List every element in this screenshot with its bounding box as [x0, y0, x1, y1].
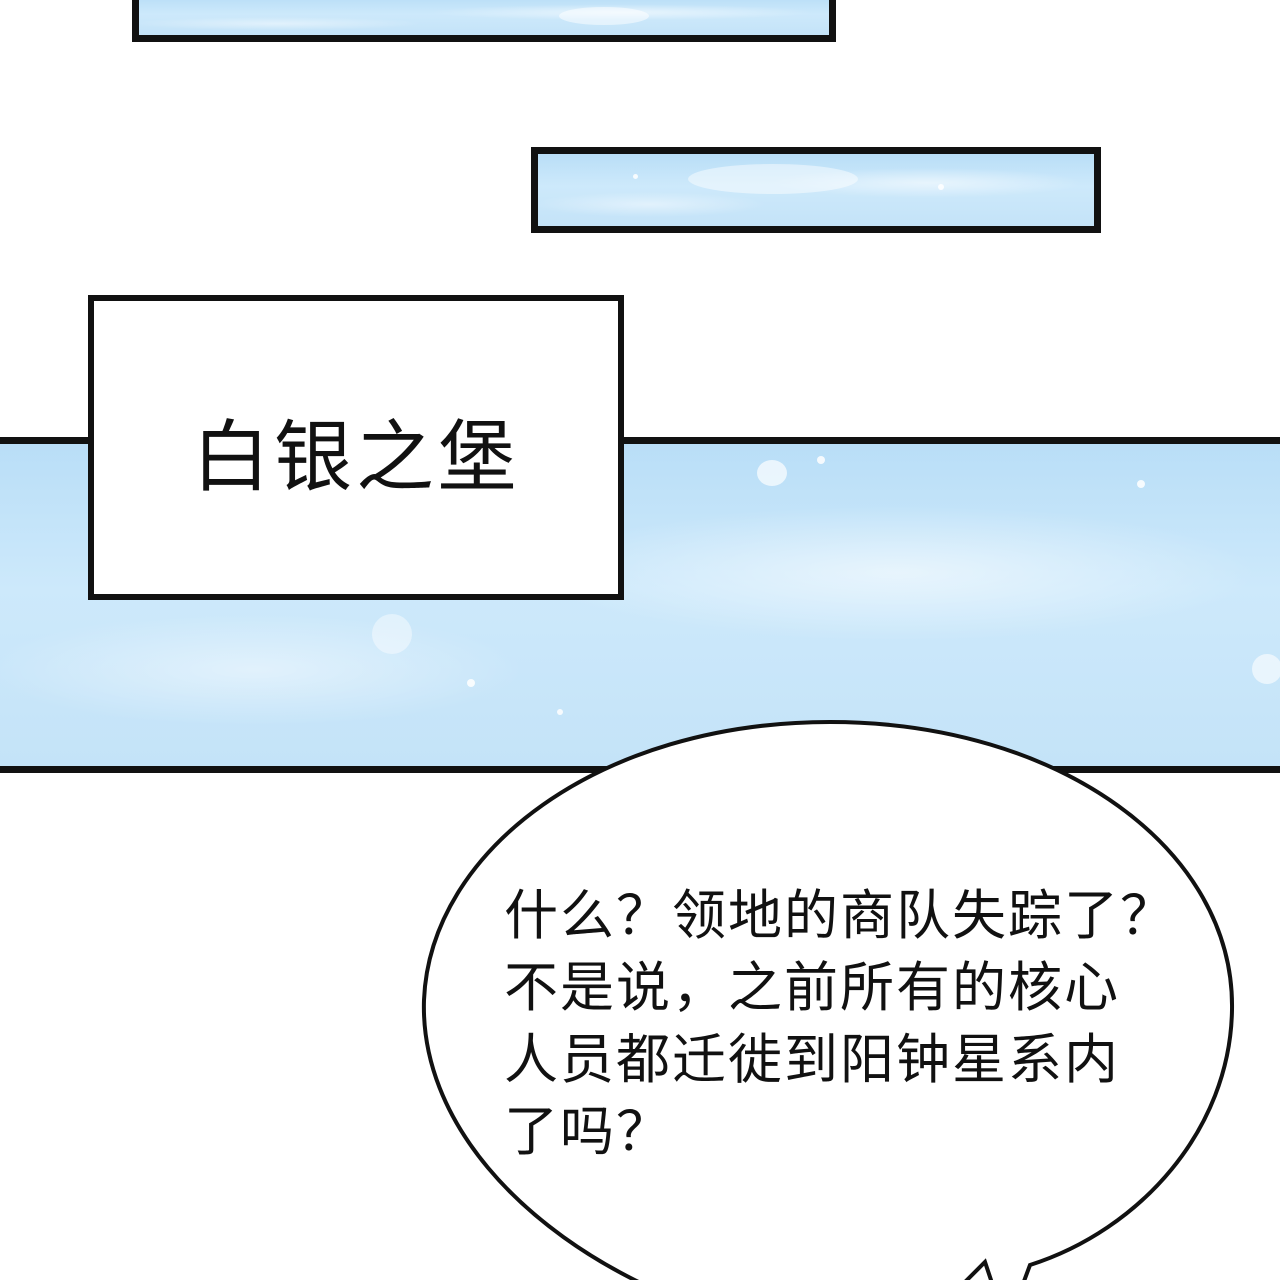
location-caption-box: 白银之堡: [88, 295, 624, 600]
speech-line-2: 不是说，之前所有的核心: [504, 956, 1120, 1019]
sky-panel-top: [132, 0, 836, 42]
speech-bubble-text: 什么？领地的商队失踪了？ 不是说，之前所有的核心 人员都迁徙到阳钟星系内 了吗？: [504, 880, 1204, 1168]
sky-panel-middle: [531, 147, 1101, 233]
speech-line-1: 什么？领地的商队失踪了？: [504, 884, 1176, 947]
speech-line-3: 人员都迁徙到阳钟星系内: [504, 1028, 1120, 1091]
speech-line-4: 了吗？: [504, 1100, 672, 1163]
location-caption-text: 白银之堡: [191, 412, 520, 503]
